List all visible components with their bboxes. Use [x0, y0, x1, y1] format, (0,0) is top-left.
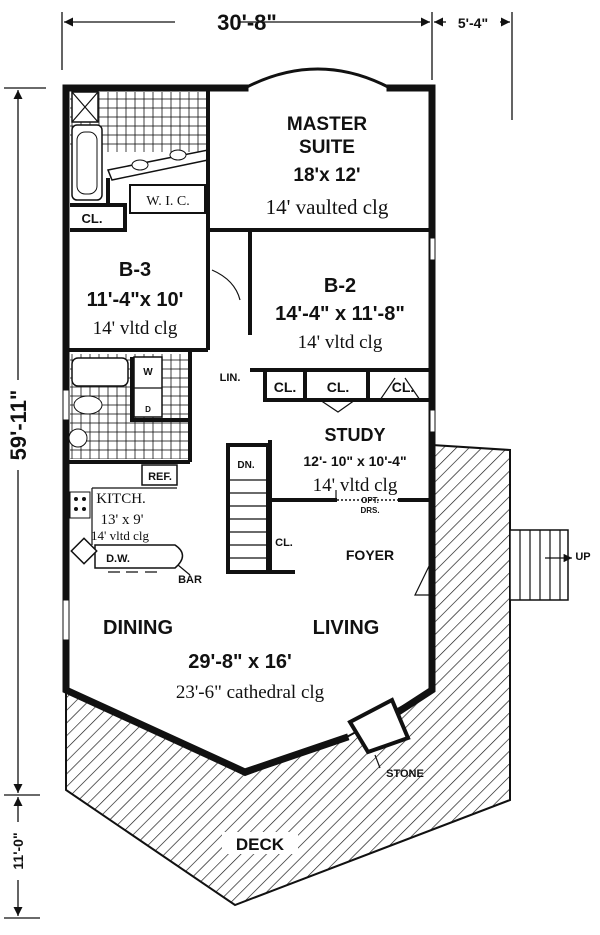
refrigerator-label: REF. [148, 471, 172, 483]
deck-width-dimension: 5'-4" [458, 15, 488, 31]
foyer-label: FOYER [346, 547, 394, 563]
foyer-closet-label: CL. [275, 537, 293, 549]
hall-bath [66, 350, 192, 464]
master-suite-size: 18'x 12' [293, 165, 360, 186]
closet-label-2: CL. [327, 379, 350, 395]
walk-in-closet [129, 184, 206, 214]
bedroom-2-ceiling: 14' vltd clg [298, 332, 383, 353]
master-suite-label-2: SUITE [299, 137, 355, 158]
bedroom-3-label: B-3 [119, 259, 151, 281]
master-bath [70, 88, 210, 230]
washer-label: W [143, 367, 153, 378]
bar-label: BAR [178, 574, 202, 586]
deck-stairs [509, 529, 572, 601]
deck-depth-dimension: 11'-0" [10, 832, 26, 869]
deck [65, 443, 572, 907]
dimension-lines [4, 12, 513, 919]
fireplace-label: STONE [386, 768, 424, 780]
dryer-label: D [145, 405, 151, 414]
stairs-down-label: DN. [237, 460, 254, 471]
stone-fireplace [347, 697, 411, 769]
stairs [226, 443, 270, 574]
overall-width-dimension: 30'-8" [217, 10, 277, 35]
optional-doors-label: OPT. [361, 496, 379, 505]
exterior-walls [62, 67, 436, 776]
linen-closet-label: LIN. [220, 372, 241, 384]
living-label: LIVING [313, 617, 380, 639]
closet-label-1: CL. [274, 379, 297, 395]
dishwasher-label: D.W. [106, 553, 130, 565]
bedroom-3-ceiling: 14' vltd clg [93, 318, 178, 339]
bedroom-2-label: B-2 [324, 275, 356, 297]
master-suite-ceiling: 14' vaulted clg [266, 195, 389, 219]
living-dining-ceiling: 23'-6" cathedral clg [176, 682, 325, 703]
kitchen-size: 13' x 9' [101, 512, 144, 528]
optional-doors-label-2: DRS. [360, 506, 379, 515]
closets-row [263, 372, 432, 413]
overall-depth-dimension: 59'-11" [6, 390, 31, 461]
master-closet-label: CL. [82, 211, 103, 226]
study-label: STUDY [324, 425, 385, 445]
kitchen-ceiling: 14' vltd clg [91, 528, 149, 543]
study-size: 12'- 10" x 10'-4" [303, 453, 406, 469]
kitchen [69, 464, 191, 576]
living-dining-size: 29'-8" x 16' [188, 651, 292, 673]
bedroom-2-size: 14'-4" x 11'-8" [275, 303, 405, 325]
wic-label: W. I. C. [146, 194, 189, 209]
deck-stairs-up-label: UP [575, 551, 590, 563]
master-suite-label: MASTER [287, 114, 368, 135]
kitchen-label: KITCH. [96, 491, 146, 507]
deck-label: DECK [236, 835, 285, 854]
bedroom-3-size: 11'-4"x 10' [87, 289, 184, 311]
dining-label: DINING [103, 617, 173, 639]
study-ceiling: 14' vltd clg [313, 475, 398, 496]
closet-label-3: CL. [392, 379, 415, 395]
